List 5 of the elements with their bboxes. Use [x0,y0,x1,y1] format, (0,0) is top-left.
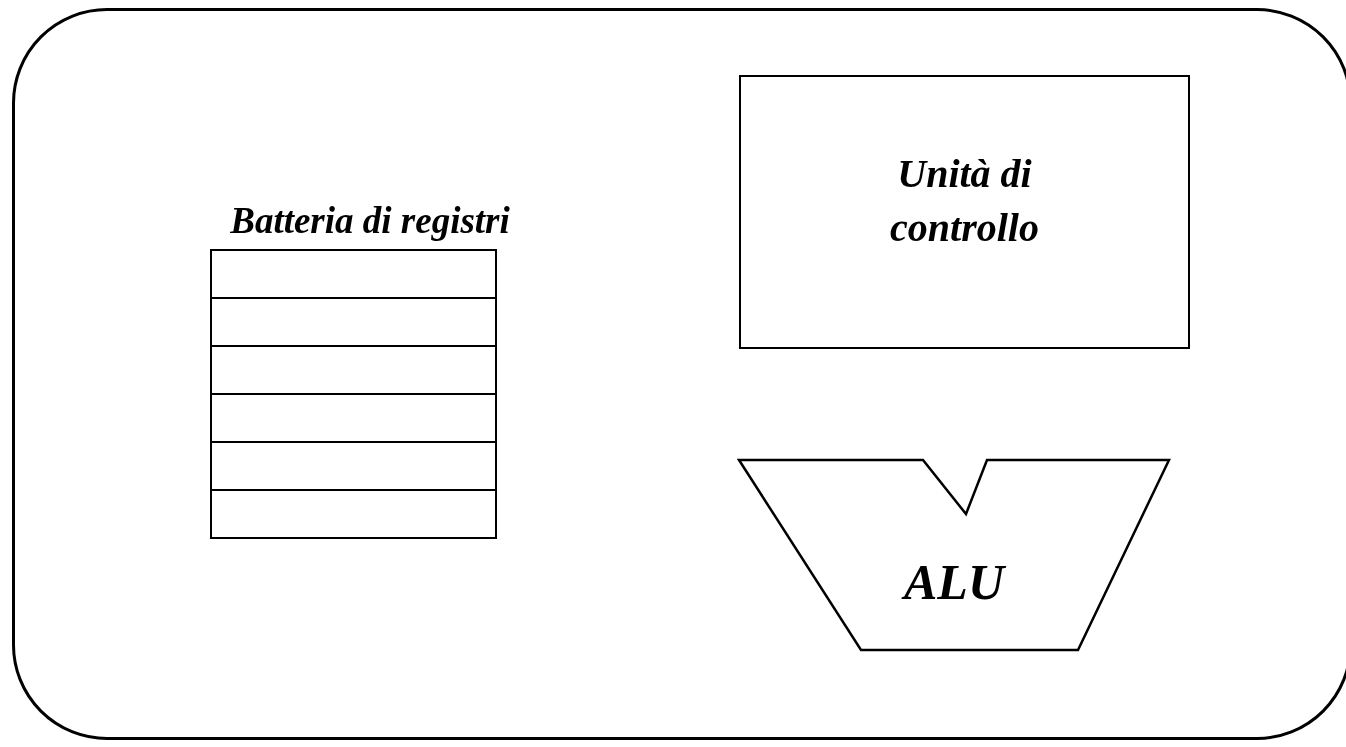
register-file-label: Batteria di registri [229,199,511,242]
control-unit-box [739,75,1190,349]
control-unit-label: Unità di controllo [889,150,1040,252]
rounded-frame [12,8,1346,740]
alu-label: ALU [737,553,1171,611]
